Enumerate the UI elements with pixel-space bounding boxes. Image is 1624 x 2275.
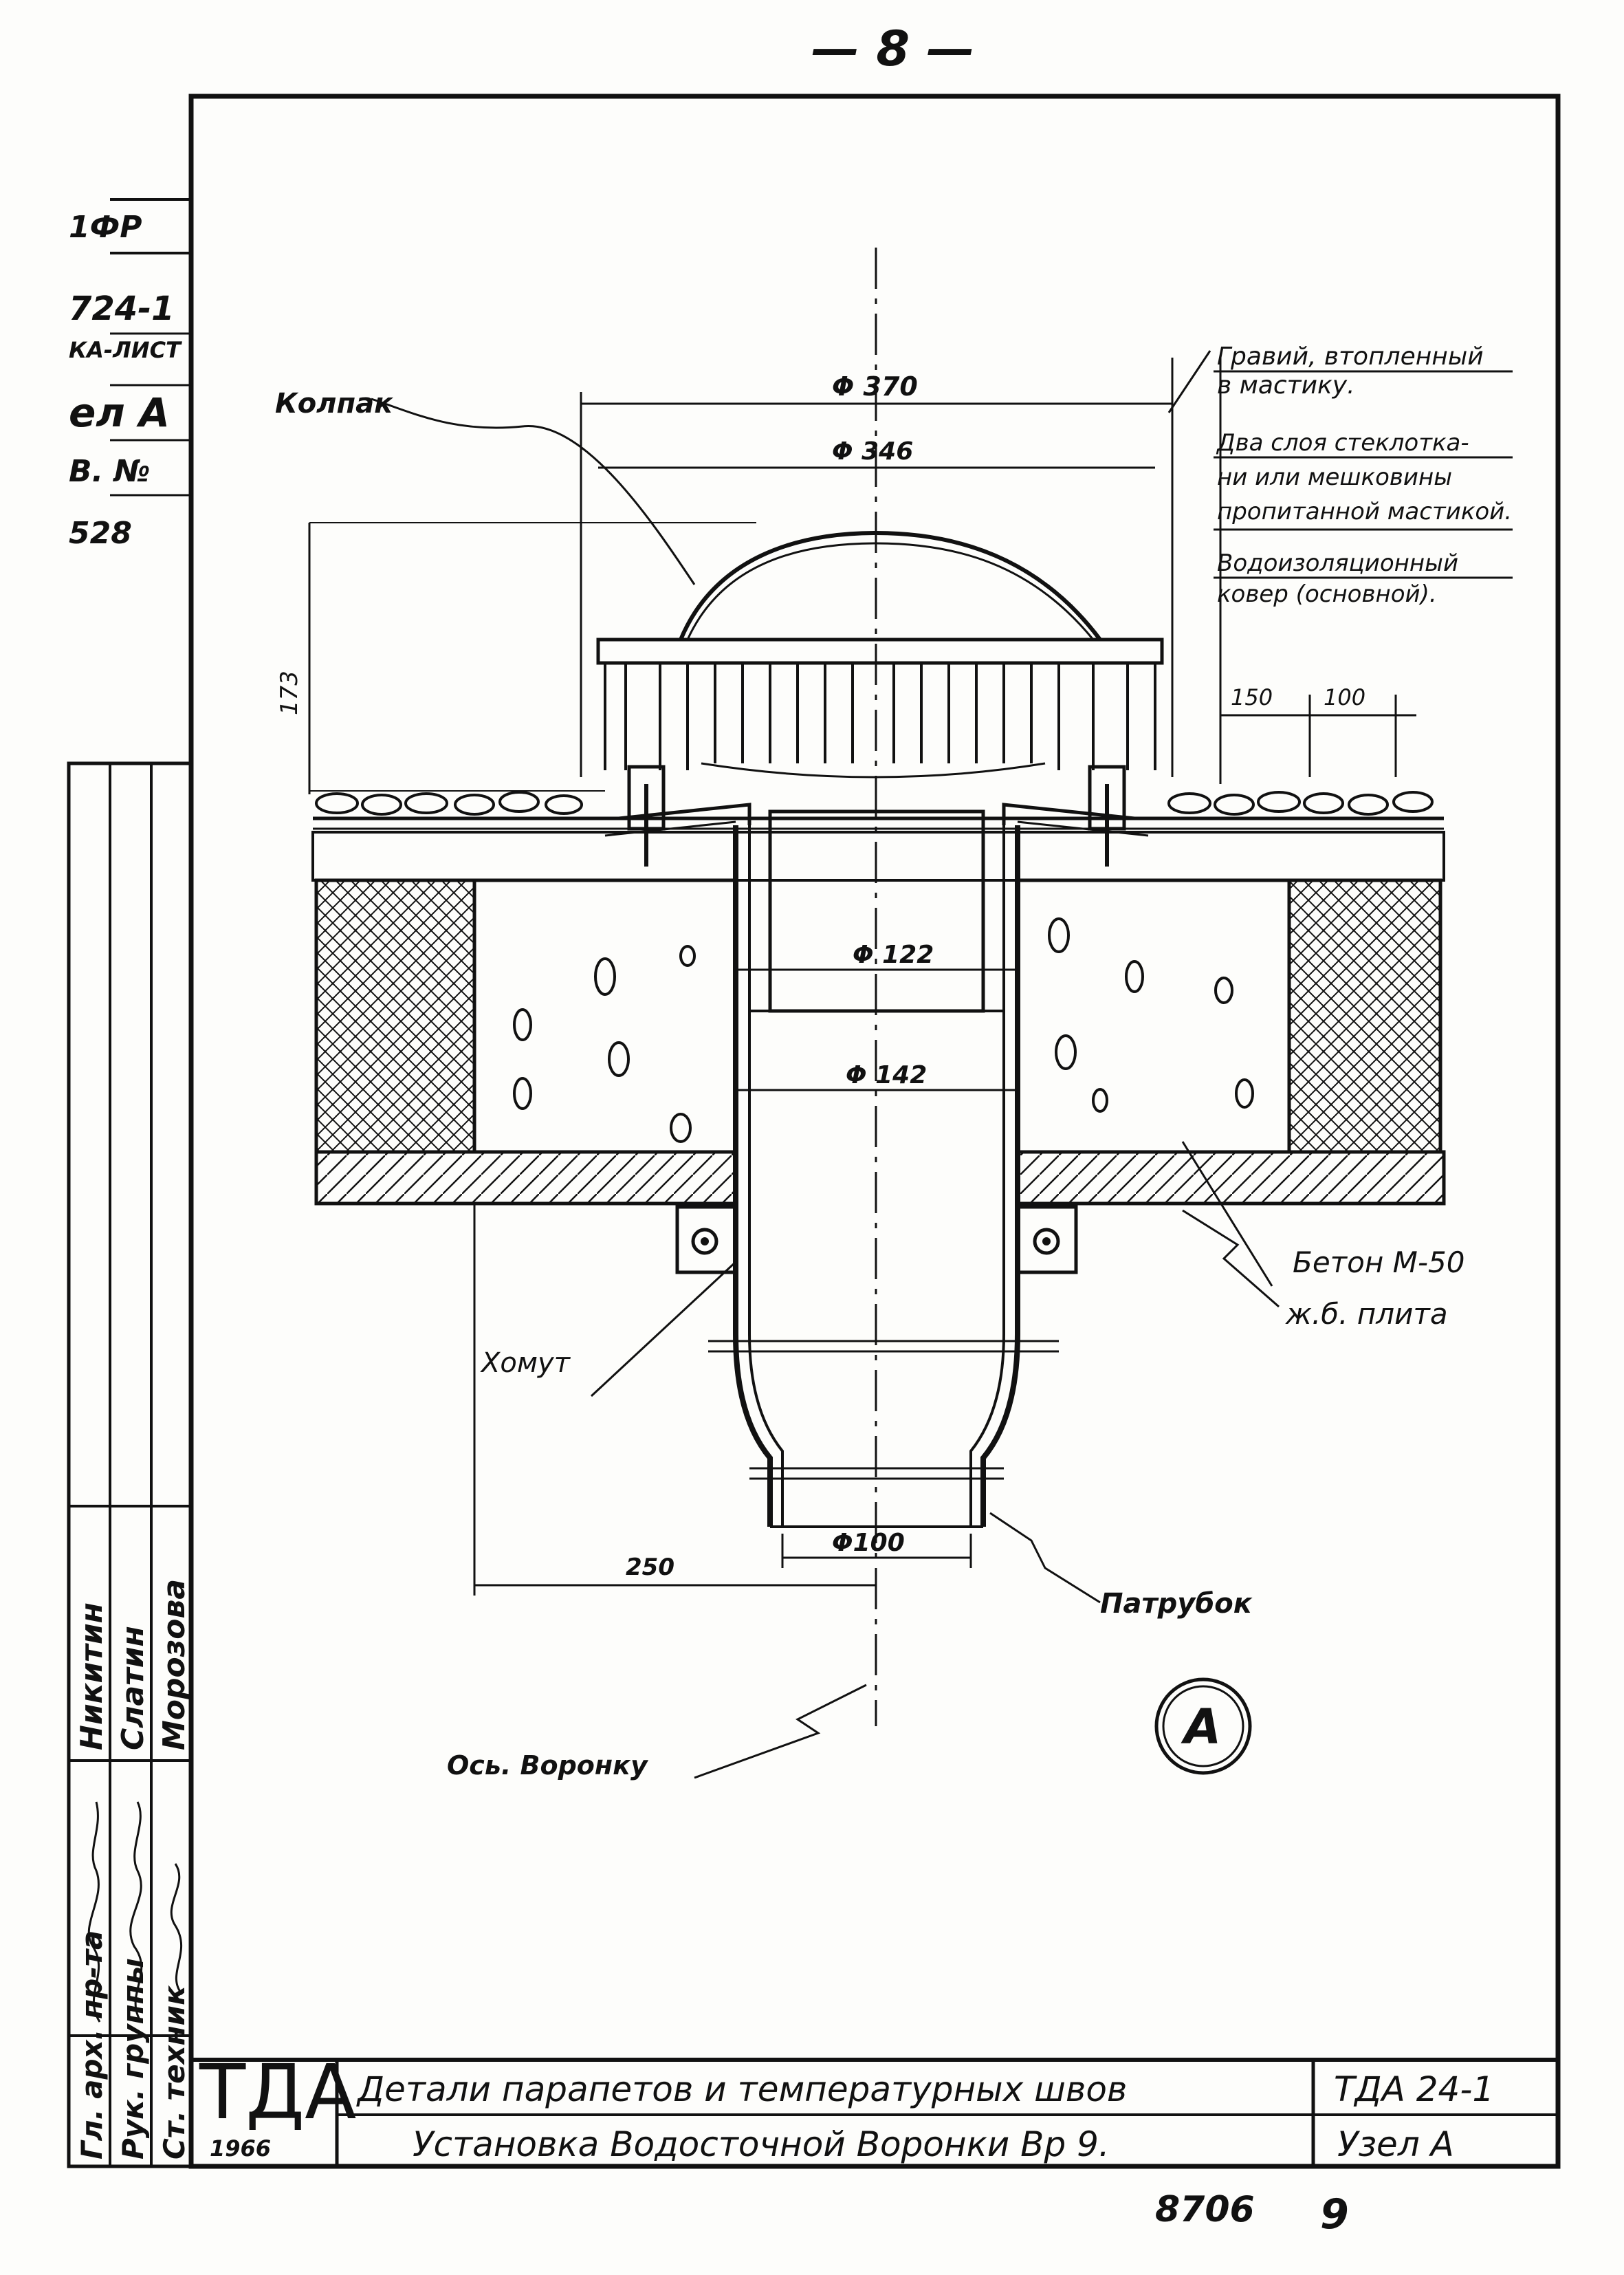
- signature-block: Гл. арх. пр-та Рук. группы Ст. техник Ни…: [67, 761, 193, 2168]
- label-axis: Ось. Воронку: [447, 1750, 649, 1781]
- margin-text-4: ел А: [69, 389, 170, 436]
- label-clamp: Хомут: [480, 1347, 571, 1379]
- leader-axis: [694, 1684, 867, 1779]
- sheet-index: 9: [1320, 2190, 1349, 2239]
- left-margin-stamp: 1ФР 724-1 КА-ЛИСТ ел А В. № 528: [69, 198, 191, 551]
- roof-drain-section: 173 Φ 370 Φ 346: [276, 248, 1513, 1779]
- leader-clamp: [590, 1261, 737, 1397]
- insulation-right: [1287, 878, 1442, 1154]
- note-layers-1: Два слоя стеклотка-: [1216, 429, 1469, 457]
- leader-slab: [1182, 1209, 1280, 1308]
- title-year: 1966: [210, 2135, 271, 2162]
- drain-cap: [679, 530, 1102, 641]
- note-layers-3: пропитанной мастикой.: [1217, 498, 1512, 525]
- dim-diameter-346: Φ 346: [832, 437, 913, 466]
- page-number: — 8 —: [811, 21, 974, 77]
- note-layers-2: ни или мешковины: [1217, 464, 1452, 491]
- drawing-title: Детали парапетов и температурных швов: [356, 2069, 1127, 2109]
- cap-bolt-left: [627, 765, 666, 867]
- label-concrete: Бетон М-50: [1293, 1245, 1464, 1279]
- role-chief-architect: Гл. арх. пр-та: [75, 1930, 109, 2159]
- name-morozova: Морозова: [157, 1579, 192, 1750]
- signature-scribble-2: [129, 1801, 143, 2023]
- height-dimension: 173: [276, 671, 303, 715]
- insulation-left: [314, 878, 476, 1154]
- label-cap: Колпак: [275, 388, 393, 420]
- margin-text-2: 724-1: [69, 290, 175, 328]
- sheet-code: ТДА 24-1: [1334, 2069, 1494, 2109]
- signature-scribble-1: [87, 1801, 101, 2023]
- leader-cap: [371, 398, 696, 585]
- rc-slab: [314, 1150, 738, 1206]
- note-membrane-2: ковер (основной).: [1217, 580, 1437, 608]
- margin-text-3: КА-ЛИСТ: [69, 337, 182, 363]
- node-label: Узел А: [1337, 2124, 1454, 2164]
- dim-diameter-122: Φ 122: [853, 941, 934, 969]
- concrete-right: [1016, 878, 1291, 1154]
- gravel-layer: [315, 791, 1434, 816]
- note-gravel-2: в мастику.: [1217, 371, 1355, 400]
- cap-bolt-right: [1088, 765, 1126, 867]
- clamp-right: [1016, 1205, 1078, 1274]
- label-nozzle: Патрубок: [1100, 1588, 1253, 1620]
- node-marker-label: А: [1181, 1699, 1221, 1755]
- note-membrane-1: Водоизоляционный: [1217, 549, 1458, 577]
- margin-text-6: 528: [69, 516, 132, 551]
- role-senior-tech: Ст. техник: [157, 1985, 191, 2159]
- drawing-subtitle: Установка Водосточной Воронки Вр 9.: [413, 2124, 1110, 2164]
- role-group-lead: Рук. группы: [116, 1958, 150, 2159]
- note-gravel-1: Гравий, втопленный: [1217, 342, 1484, 371]
- name-slatin: Слатин: [116, 1626, 151, 1750]
- dim-250: 250: [626, 1554, 674, 1581]
- dim-100: 100: [1324, 684, 1365, 710]
- label-slab: ж.б. плита: [1285, 1297, 1448, 1331]
- signature-scribble-3: [170, 1863, 184, 1995]
- concrete-left: [472, 878, 738, 1154]
- leader-concrete: [1181, 1141, 1273, 1287]
- dim-diameter-100: Φ100: [832, 1529, 905, 1557]
- margin-text-1: 1ФР: [69, 210, 142, 245]
- concrete-aggregate: [513, 917, 1254, 1143]
- org-logo: ТДА: [199, 2048, 356, 2136]
- dim-150: 150: [1231, 684, 1273, 710]
- archive-number: 8706: [1155, 2189, 1255, 2230]
- leader-nozzle: [989, 1512, 1101, 1604]
- node-marker: [1154, 1677, 1252, 1775]
- cap-grate: [604, 663, 1156, 779]
- dim-diameter-370: Φ 370: [832, 371, 918, 402]
- title-block: ТДА 1966 Детали парапетов и температурны…: [191, 2048, 1558, 2166]
- dim-diameter-142: Φ 142: [846, 1061, 927, 1089]
- margin-text-5: В. №: [69, 454, 151, 489]
- clamp-left: [675, 1205, 738, 1274]
- name-nikitin: Никитин: [74, 1602, 109, 1750]
